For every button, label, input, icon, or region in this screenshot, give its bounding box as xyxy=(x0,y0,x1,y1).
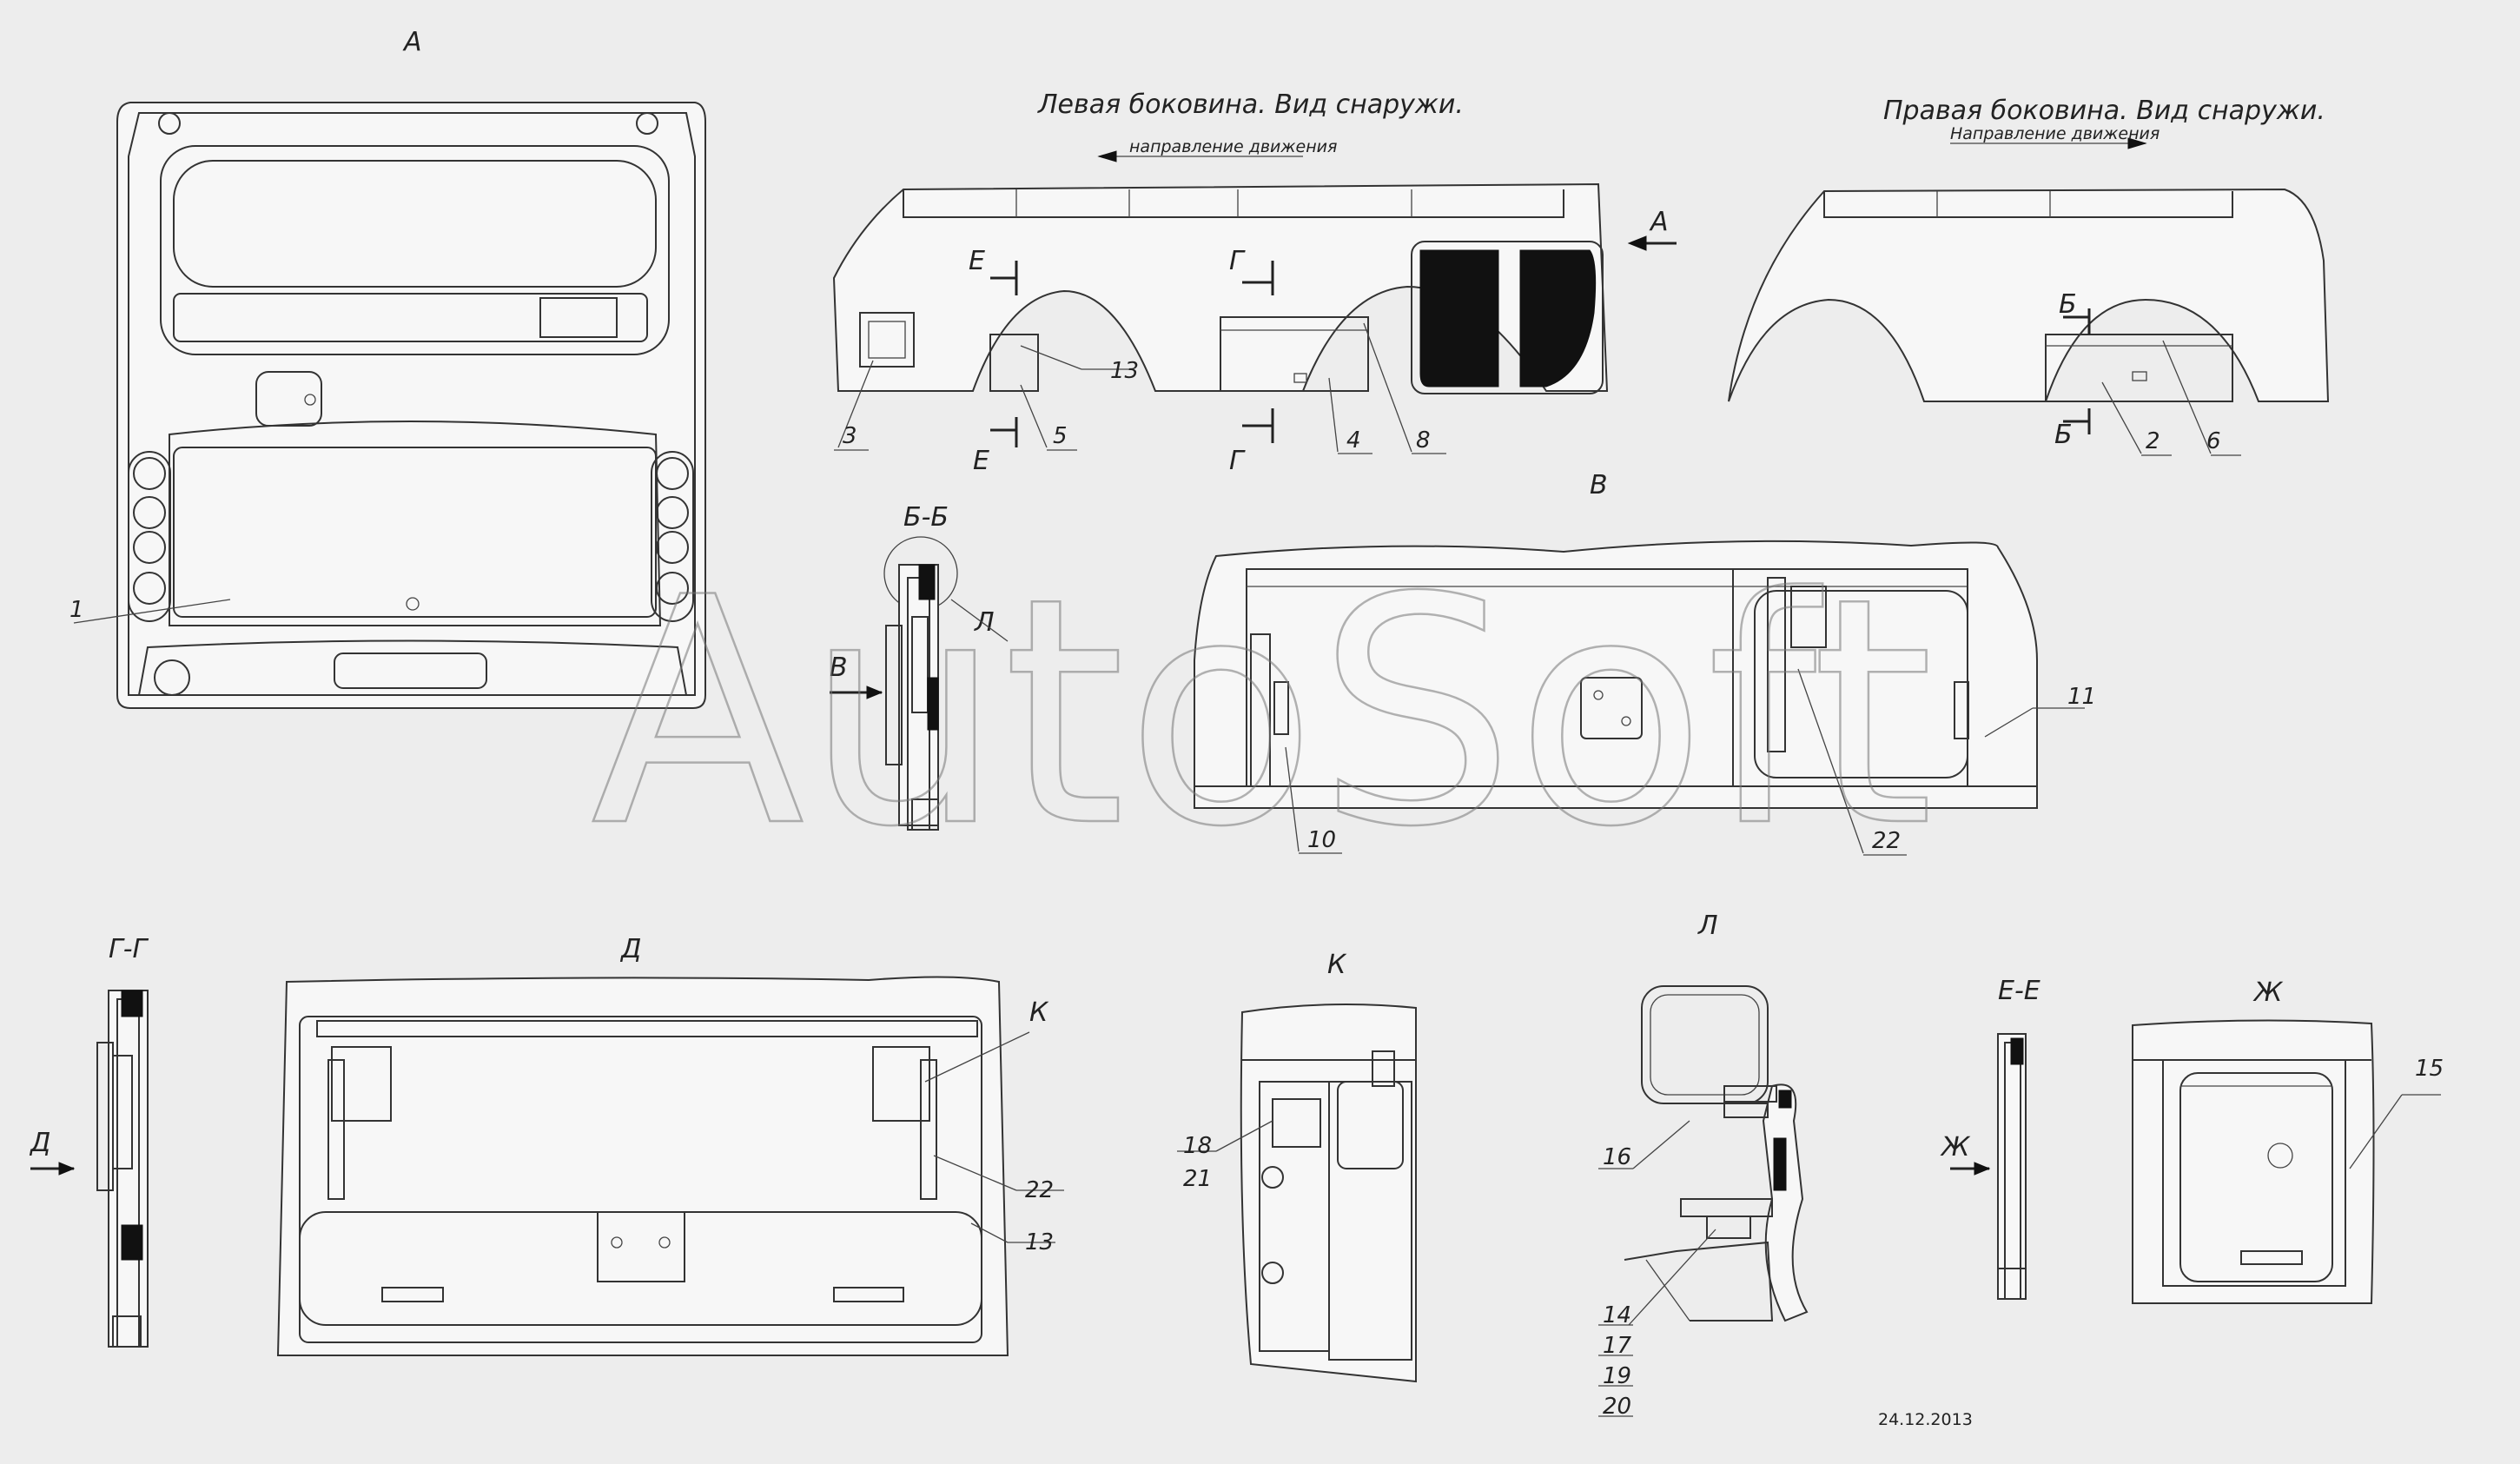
callout-10: 10 xyxy=(1307,827,1336,853)
section-mark-e: Е Е xyxy=(969,246,1018,476)
svg-text:Е: Е xyxy=(973,446,989,476)
watermark: AutoSoft xyxy=(591,531,1934,895)
callout-2: 2 xyxy=(2146,428,2160,454)
svg-text:Л: Л xyxy=(974,607,995,638)
section-gg: Г-Г Д xyxy=(29,934,149,1348)
view-zh: Ж 15 xyxy=(2132,977,2444,1304)
view-v-title: В xyxy=(1590,470,1608,500)
section-gg-title: Г-Г xyxy=(109,934,149,964)
svg-text:Д: Д xyxy=(29,1128,50,1158)
svg-text:Б: Б xyxy=(2059,289,2077,320)
right-side-view: Правая боковина. Вид снаружи. Направлени… xyxy=(1728,96,2330,456)
callout-21: 21 xyxy=(1183,1166,1212,1192)
view-zh-title: Ж xyxy=(2252,977,2284,1008)
dir-left-label: направление движения xyxy=(1129,137,1337,156)
svg-text:К: К xyxy=(1029,997,1049,1028)
svg-text:Б: Б xyxy=(2054,420,2073,450)
left-side-heading: Левая боковина. Вид снаружи. xyxy=(1037,89,1464,120)
svg-text:Ж: Ж xyxy=(1940,1132,1971,1163)
callout-9: 13 xyxy=(1110,358,1139,384)
svg-text:Г: Г xyxy=(1229,446,1246,476)
callout-18: 18 xyxy=(1183,1133,1212,1159)
detail-l: Л 16 14 17 19 20 xyxy=(1598,911,1809,1420)
left-side-view: Левая боковина. Вид снаружи. направление… xyxy=(832,89,1677,476)
svg-text:Е: Е xyxy=(969,246,985,276)
dir-right-label: Направление движения xyxy=(1950,124,2160,143)
callout-3: 3 xyxy=(843,423,857,449)
rear-lights-right xyxy=(651,451,694,622)
callout-5: 5 xyxy=(1053,423,1068,449)
section-ee: Е-Е Ж xyxy=(1940,976,2040,1300)
view-k-title: К xyxy=(1327,950,1347,980)
callout-8: 8 xyxy=(1416,427,1431,454)
drawing-date: 24.12.2013 xyxy=(1878,1410,1973,1429)
section-bb: Б-Б Л В xyxy=(830,502,1009,831)
section-mark-g: Г Г xyxy=(1229,246,1274,476)
callout-19: 19 xyxy=(1603,1363,1631,1389)
right-side-heading: Правая боковина. Вид снаружи. xyxy=(1883,96,2325,126)
view-a-title: А xyxy=(402,27,422,57)
view-d-title: Д xyxy=(619,934,641,964)
callout-4: 4 xyxy=(1346,427,1361,454)
callout-1: 1 xyxy=(69,597,84,623)
svg-text:Г: Г xyxy=(1229,246,1246,276)
section-bb-title: Б-Б xyxy=(903,502,949,533)
callout-6: 6 xyxy=(2206,428,2221,454)
callout-14: 15 xyxy=(2415,1056,2444,1082)
callout-11: 11 xyxy=(2067,684,2096,710)
svg-text:А: А xyxy=(1649,207,1669,237)
view-k: К 18 21 xyxy=(1177,950,1417,1383)
callout-20: 20 xyxy=(1603,1394,1631,1420)
callout-16: 16 xyxy=(1603,1144,1631,1170)
view-a-rear: А 1 xyxy=(69,27,706,709)
svg-text:В: В xyxy=(830,653,848,683)
callout-13: 13 xyxy=(1025,1229,1054,1255)
view-v: В 10 22 11 xyxy=(1194,470,2096,856)
section-ee-title: Е-Е xyxy=(1998,976,2040,1006)
callout-22: 22 xyxy=(1872,828,1901,854)
callout-22-d: 22 xyxy=(1025,1177,1054,1203)
callout-17: 17 xyxy=(1603,1333,1632,1359)
detail-l-title: Л xyxy=(1697,911,1718,941)
view-d: Д К 22 13 xyxy=(276,934,1064,1356)
view-arrow-a: А xyxy=(1627,207,1677,251)
rear-lights-left xyxy=(128,451,171,622)
section-mark-b: Б Б xyxy=(2054,289,2091,450)
callout-15: 14 xyxy=(1603,1302,1631,1328)
